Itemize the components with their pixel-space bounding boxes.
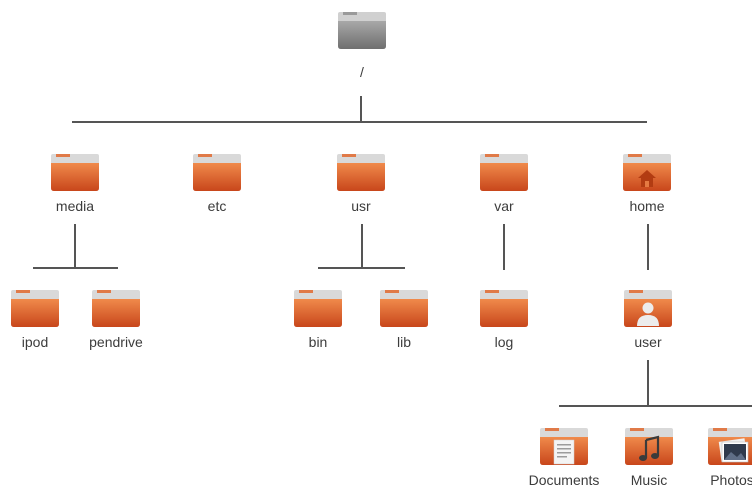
music-folder-icon bbox=[624, 426, 674, 466]
folder-icon bbox=[293, 288, 343, 328]
node-label-ipod: ipod bbox=[21, 334, 49, 350]
node-label-user: user bbox=[634, 334, 662, 350]
node-documents[interactable]: Documents bbox=[514, 426, 614, 488]
node-label-bin: bin bbox=[308, 334, 328, 350]
connector-level1-bar bbox=[72, 121, 647, 123]
node-label-root: / bbox=[360, 64, 364, 80]
node-usr[interactable]: usr bbox=[311, 152, 411, 214]
node-label-usr: usr bbox=[351, 198, 371, 214]
node-media[interactable]: media bbox=[25, 152, 125, 214]
folder-icon bbox=[336, 152, 386, 192]
connector-media-bar bbox=[33, 267, 118, 269]
folder-icon bbox=[379, 288, 429, 328]
node-user[interactable]: user bbox=[598, 288, 698, 350]
folder-gray-icon bbox=[337, 10, 387, 50]
connector-usr-bar bbox=[318, 267, 405, 269]
node-label-home: home bbox=[629, 198, 665, 214]
documents-folder-icon bbox=[539, 426, 589, 466]
connector-home-down bbox=[647, 224, 649, 270]
photos-folder-icon bbox=[707, 426, 752, 466]
user-folder-icon bbox=[623, 288, 673, 328]
node-label-media: media bbox=[55, 198, 95, 214]
node-pendrive[interactable]: pendrive bbox=[66, 288, 166, 350]
node-home[interactable]: home bbox=[597, 152, 697, 214]
folder-icon bbox=[10, 288, 60, 328]
connector-usr-down bbox=[361, 224, 363, 268]
connector-media-down bbox=[74, 224, 76, 268]
node-label-log: log bbox=[494, 334, 514, 350]
node-photos[interactable]: Photos bbox=[682, 426, 752, 488]
node-label-etc: etc bbox=[207, 198, 227, 214]
node-label-music: Music bbox=[630, 472, 668, 488]
folder-icon bbox=[479, 288, 529, 328]
home-folder-icon bbox=[622, 152, 672, 192]
folder-icon bbox=[479, 152, 529, 192]
connector-user-bar bbox=[559, 405, 752, 407]
node-log[interactable]: log bbox=[454, 288, 554, 350]
node-ipod[interactable]: ipod bbox=[0, 288, 85, 350]
folder-icon bbox=[50, 152, 100, 192]
node-music[interactable]: Music bbox=[599, 426, 699, 488]
node-label-lib: lib bbox=[396, 334, 411, 350]
node-label-pendrive: pendrive bbox=[89, 334, 143, 350]
folder-icon bbox=[91, 288, 141, 328]
node-label-photos: Photos bbox=[710, 472, 752, 488]
node-label-documents: Documents bbox=[528, 472, 600, 488]
folder-icon bbox=[192, 152, 242, 192]
node-bin[interactable]: bin bbox=[268, 288, 368, 350]
connector-var-down bbox=[503, 224, 505, 270]
connector-root-down bbox=[360, 96, 362, 122]
node-var[interactable]: var bbox=[454, 152, 554, 214]
node-label-var: var bbox=[494, 198, 514, 214]
node-root[interactable]: / bbox=[312, 10, 412, 80]
node-lib[interactable]: lib bbox=[354, 288, 454, 350]
node-etc[interactable]: etc bbox=[167, 152, 267, 214]
connector-user-down bbox=[647, 360, 649, 406]
